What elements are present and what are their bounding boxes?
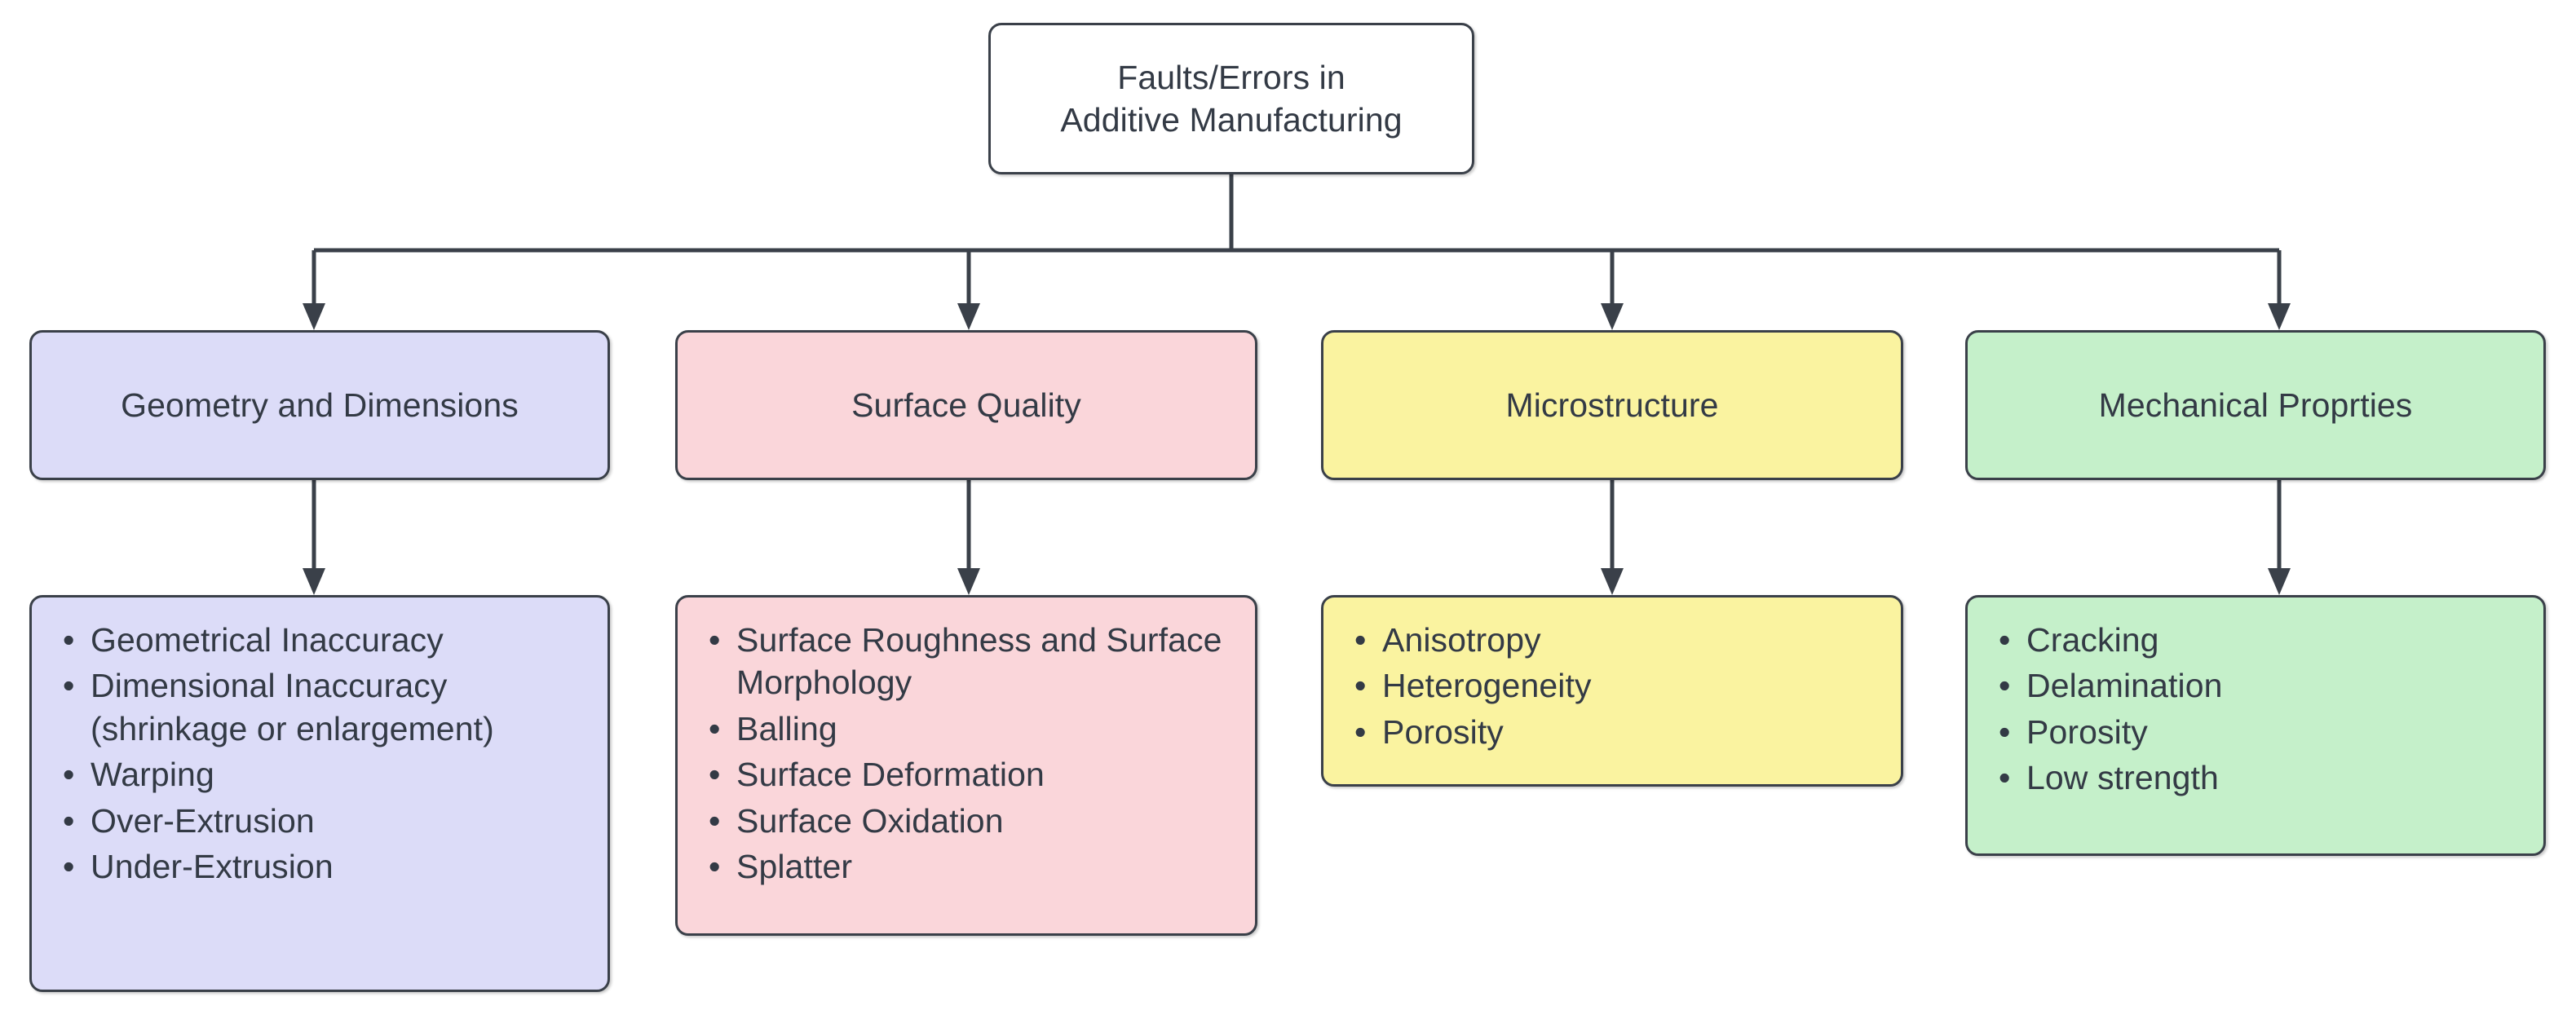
list-item: Under-Extrusion bbox=[60, 845, 583, 889]
category-label-mechanical-properties: Mechanical Proprties bbox=[2098, 386, 2413, 424]
detail-list-microstructure: Anisotropy Heterogeneity Porosity bbox=[1351, 619, 1876, 754]
arrowhead-microstructure-detail bbox=[1601, 568, 1624, 595]
list-item: Geometrical Inaccuracy bbox=[60, 619, 583, 662]
category-node-surface-quality[interactable]: Surface Quality bbox=[675, 330, 1257, 480]
category-node-microstructure[interactable]: Microstructure bbox=[1321, 330, 1903, 480]
detail-list-surface-quality: Surface Roughness and Surface Morphology… bbox=[705, 619, 1231, 889]
detail-node-geometry-and-dimensions[interactable]: Geometrical Inaccuracy Dimensional Inacc… bbox=[29, 595, 610, 992]
arrowhead-mechanical-detail bbox=[2268, 568, 2291, 595]
category-node-mechanical-properties[interactable]: Mechanical Proprties bbox=[1965, 330, 2546, 480]
list-item: Surface Roughness and Surface Morphology bbox=[705, 619, 1231, 704]
list-item: Porosity bbox=[1351, 711, 1876, 754]
list-item: Surface Oxidation bbox=[705, 800, 1231, 843]
list-item: Splatter bbox=[705, 845, 1231, 889]
detail-node-surface-quality[interactable]: Surface Roughness and Surface Morphology… bbox=[675, 595, 1257, 936]
arrowhead-mechanical bbox=[2268, 303, 2291, 330]
list-item: Warping bbox=[60, 753, 583, 796]
category-node-geometry-and-dimensions[interactable]: Geometry and Dimensions bbox=[29, 330, 610, 480]
list-item: Over-Extrusion bbox=[60, 800, 583, 843]
category-label-microstructure: Microstructure bbox=[1505, 386, 1719, 424]
arrowhead-microstructure bbox=[1601, 303, 1624, 330]
arrowhead-geometry-detail bbox=[303, 568, 325, 595]
category-label-surface-quality: Surface Quality bbox=[851, 386, 1081, 424]
list-item: Heterogeneity bbox=[1351, 664, 1876, 708]
list-item: Porosity bbox=[1995, 711, 2519, 754]
detail-node-mechanical-properties[interactable]: Cracking Delamination Porosity Low stren… bbox=[1965, 595, 2546, 856]
category-label-geometry-and-dimensions: Geometry and Dimensions bbox=[121, 386, 519, 424]
arrowhead-surface-detail bbox=[957, 568, 980, 595]
detail-list-geometry-and-dimensions: Geometrical Inaccuracy Dimensional Inacc… bbox=[60, 619, 583, 889]
list-item: Dimensional Inaccuracy (shrinkage or enl… bbox=[60, 664, 583, 750]
list-item: Low strength bbox=[1995, 756, 2519, 800]
detail-list-mechanical-properties: Cracking Delamination Porosity Low stren… bbox=[1995, 619, 2519, 800]
list-item: Cracking bbox=[1995, 619, 2519, 662]
list-item: Balling bbox=[705, 708, 1231, 751]
root-node[interactable]: Faults/Errors in Additive Manufacturing bbox=[988, 23, 1474, 174]
arrowhead-surface bbox=[957, 303, 980, 330]
root-label-line-1: Faults/Errors in bbox=[1117, 58, 1345, 96]
list-item: Delamination bbox=[1995, 664, 2519, 708]
root-label-line-2: Additive Manufacturing bbox=[1060, 101, 1403, 139]
detail-node-microstructure[interactable]: Anisotropy Heterogeneity Porosity bbox=[1321, 595, 1903, 787]
arrowhead-geometry bbox=[303, 303, 325, 330]
list-item: Anisotropy bbox=[1351, 619, 1876, 662]
root-node-label: Faults/Errors in Additive Manufacturing bbox=[1060, 56, 1402, 142]
list-item: Surface Deformation bbox=[705, 753, 1231, 796]
